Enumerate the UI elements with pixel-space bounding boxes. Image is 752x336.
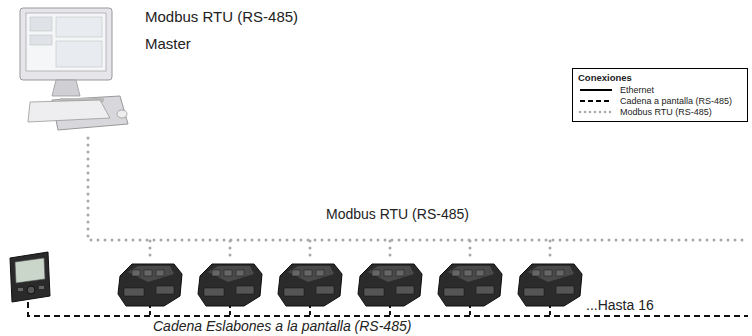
controller-connector (444, 288, 464, 296)
modbus-line (88, 138, 748, 240)
controller-unit (198, 264, 262, 306)
modbus-drop (309, 241, 312, 262)
modbus-drop (549, 241, 552, 262)
controller-terminal (372, 270, 380, 276)
legend-text: Cadena a pantalla (RS-485) (620, 96, 732, 106)
computer-node: Modbus RTU (RS-485) Master (10, 2, 310, 134)
controller-top (128, 266, 174, 282)
controller-terminal (464, 270, 472, 276)
controller-terminal (156, 270, 164, 276)
legend-line (580, 100, 612, 102)
modbus-drop (229, 241, 232, 262)
controller-terminal (556, 270, 564, 276)
controller-connector (284, 288, 304, 296)
controller-terminal (452, 270, 460, 276)
controller-connector (156, 286, 174, 294)
controller-connector (316, 286, 334, 294)
controller-terminal (384, 270, 392, 276)
legend-row: Modbus RTU (RS-485) (578, 106, 742, 117)
modbus-drop (389, 241, 392, 262)
master-computer (20, 8, 128, 130)
legend-text: Modbus RTU (RS-485) (620, 107, 712, 117)
controller-unit (278, 264, 342, 306)
controller-terminal (396, 270, 404, 276)
controller-body (118, 264, 182, 306)
controller-body (518, 264, 582, 306)
controller-body (358, 264, 422, 306)
controller-connector (236, 286, 254, 294)
controller-unit (438, 264, 502, 306)
modbus-bus (88, 138, 748, 240)
chain-caption: Cadena Eslabones a la pantalla (RS-485) (150, 318, 414, 334)
role-label: Master (145, 35, 191, 52)
legend-box: ConexionesEthernetCadena a pantalla (RS-… (572, 68, 748, 122)
controller-terminal (212, 270, 220, 276)
controller-unit (518, 264, 582, 306)
modbus-drop (469, 241, 472, 262)
count-note: ...Hasta 16 (586, 297, 654, 313)
controller-body (198, 264, 262, 306)
controller-group (118, 241, 582, 316)
protocol-label: Modbus RTU (RS-485) (145, 8, 298, 25)
controller-terminal (236, 270, 244, 276)
display-panel (10, 252, 50, 302)
controller-top (288, 266, 334, 282)
controller-connector (124, 288, 144, 296)
controller-unit (118, 264, 182, 306)
controller-terminal (224, 270, 232, 276)
controller-connector (364, 288, 384, 296)
legend-sample (578, 97, 614, 105)
controller-terminal (144, 270, 152, 276)
legend-row: Ethernet (578, 84, 742, 95)
controller-connector (204, 288, 224, 296)
controller-connector (556, 286, 574, 294)
legend-row: Cadena a pantalla (RS-485) (578, 95, 742, 106)
legend-title: Conexiones (578, 72, 742, 83)
legend-text: Ethernet (620, 85, 654, 95)
controller-body (278, 264, 342, 306)
controller-terminal (132, 270, 140, 276)
controller-top (448, 266, 494, 282)
controller-terminal (532, 270, 540, 276)
bus-label: Modbus RTU (RS-485) (324, 206, 471, 222)
controller-terminal (304, 270, 312, 276)
controller-terminal (476, 270, 484, 276)
controller-connector (476, 286, 494, 294)
legend-sample (578, 108, 614, 116)
controller-body (438, 264, 502, 306)
controller-terminal (316, 270, 324, 276)
legend-sample (578, 86, 614, 94)
controller-unit (358, 264, 422, 306)
legend-line (580, 89, 612, 91)
controller-top (528, 266, 574, 282)
controller-top (208, 266, 254, 282)
legend-line (580, 110, 612, 113)
controller-connector (396, 286, 414, 294)
controller-terminal (292, 270, 300, 276)
controller-connector (524, 288, 544, 296)
controller-top (368, 266, 414, 282)
controller-terminal (544, 270, 552, 276)
modbus-drop (149, 241, 152, 262)
